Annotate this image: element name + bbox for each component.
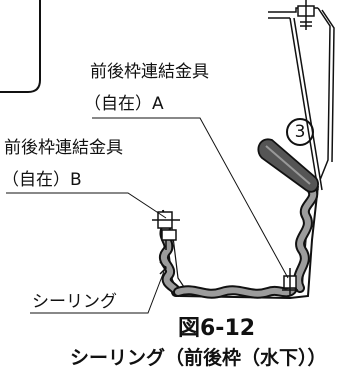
leader-line-sealing (30, 265, 167, 314)
gutter-body (162, 185, 319, 300)
label-fitting-a-line1: 前後枠連結金具 (90, 62, 209, 82)
fitting-a-bolt-icon (282, 268, 298, 296)
label-fitting-a-line2: （自在）A (84, 94, 164, 114)
upper-frame (268, 7, 335, 191)
leader-line-a (92, 117, 289, 279)
callout-box (0, 0, 41, 93)
sealant-bead-bottom-fill (175, 287, 295, 297)
leader-lines (6, 117, 289, 314)
label-fitting-b-line1: 前後枠連結金具 (4, 138, 123, 158)
label-sealing: シーリング (32, 292, 117, 312)
figure-number: 図6-12 (178, 316, 256, 341)
sealant-bead-right-fill (295, 187, 317, 291)
fitting-b-bolt-icon (152, 211, 180, 250)
figure-caption: シーリング（前後枠（水下）） (70, 347, 327, 369)
step-number-badge: 3 (286, 118, 314, 146)
sealant-gun-icon (257, 138, 319, 193)
sealant-arrow-icon (159, 261, 168, 275)
top-screw-icon (297, 0, 315, 30)
label-fitting-b-line2: （自在）B (2, 170, 82, 190)
leader-line-b (6, 192, 167, 219)
